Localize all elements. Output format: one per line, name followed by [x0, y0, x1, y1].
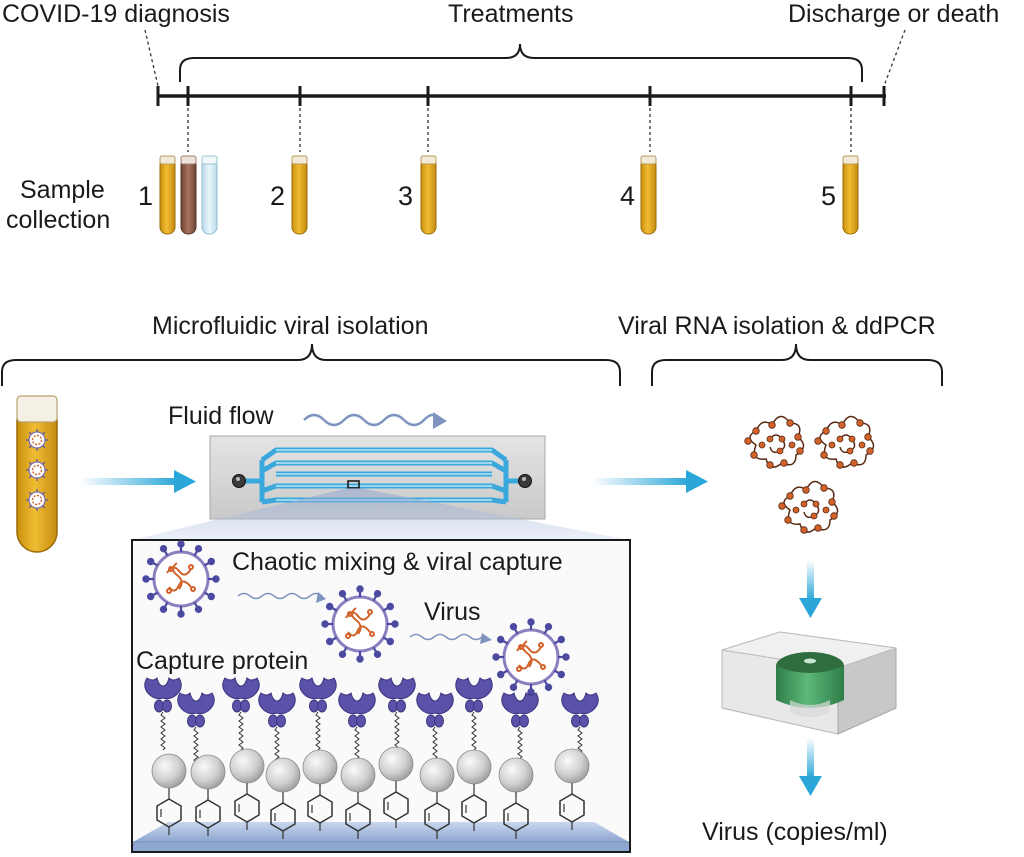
virus-label: Virus: [424, 598, 481, 626]
sample-tube-icon: [842, 155, 859, 235]
timepoint-label: 2: [270, 181, 286, 211]
flow-arrow: [80, 470, 196, 493]
sample-tube-icon: [16, 395, 58, 553]
output-label: Virus (copies/ml): [702, 818, 888, 846]
ddpcr-bracket: [651, 343, 943, 386]
sample-tubes: [159, 155, 859, 235]
sample-tube-icon: [291, 155, 308, 235]
sample-tube-icon: [180, 155, 197, 235]
timepoint-label: 3: [398, 181, 414, 211]
diagnosis-label: COVID-19 diagnosis: [2, 0, 230, 28]
isolation-section-label: Microfluidic viral isolation: [152, 312, 429, 340]
sample-label-line1: Sample: [20, 176, 105, 204]
sample-tube-icon: [159, 155, 176, 235]
capture-inset: [131, 539, 631, 853]
sample-tube-icon: [201, 155, 218, 235]
timeline: [144, 29, 906, 152]
ddpcr-reader-icon: [721, 631, 897, 735]
flow-arrow: [799, 560, 822, 618]
timepoint-label: 4: [620, 181, 636, 211]
timepoint-label: 5: [821, 181, 837, 211]
isolation-bracket: [0, 343, 621, 386]
flow-arrow: [799, 738, 822, 796]
timepoint-label: 1: [138, 181, 154, 211]
treatments-label: Treatments: [448, 0, 574, 28]
ddpcr-section-label: Viral RNA isolation & ddPCR: [618, 312, 936, 340]
sample-label-line2: collection: [6, 206, 111, 234]
fluid-flow-label: Fluid flow: [168, 402, 274, 430]
fluid-flow-arrow: [303, 412, 447, 429]
capture-protein-label: Capture protein: [136, 647, 309, 675]
sample-tube-icon: [640, 155, 657, 235]
inset-title: Chaotic mixing & viral capture: [232, 548, 563, 576]
flow-arrow: [592, 470, 708, 493]
sample-tube-icon: [420, 155, 437, 235]
discharge-label: Discharge or death: [788, 0, 1000, 28]
rna-icon: [743, 415, 875, 535]
zoom-funnel: [132, 488, 630, 540]
